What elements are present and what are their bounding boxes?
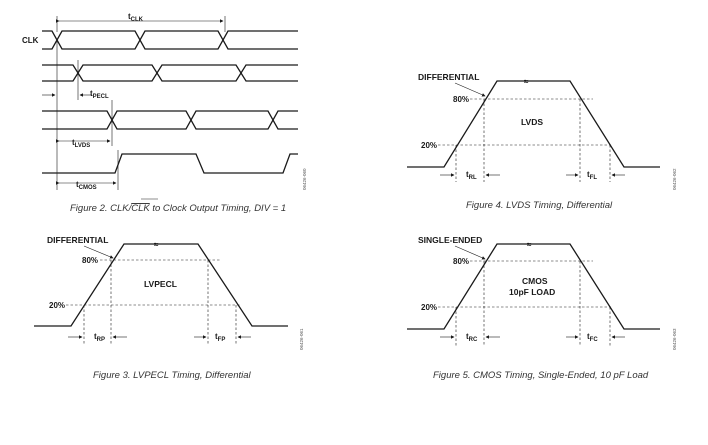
figure-3-lvpecl-timing: DIFFERENTIAL ≈ 80% 20% LVPECL tRP tFP 06…: [34, 235, 304, 381]
tlvds-label: tLVDS: [72, 138, 90, 149]
fig3-mid-label: LVPECL: [144, 279, 177, 289]
figure-5-code: 06426-063: [672, 328, 677, 350]
fig3-title-pointer: [83, 245, 114, 259]
figure-2-caption: Figure 2. CLK/CLK to Clock Output Timing…: [70, 203, 286, 214]
fig4-waveform: [407, 80, 660, 168]
fig5-trc-label: tRC: [466, 332, 478, 343]
figure-2-code: 06426-060: [302, 168, 307, 190]
clk-label: CLK: [22, 36, 39, 45]
figure-4-caption: Figure 4. LVDS Timing, Differential: [466, 200, 613, 211]
lvds-waveform-b: [42, 110, 298, 130]
figure-5-cmos-timing: SINGLE-ENDED ≈ 80% 20% CMOS 10pF LOAD tR…: [407, 235, 677, 381]
fig3-20-label: 20%: [49, 301, 65, 310]
fig5-80-label: 80%: [453, 257, 469, 266]
fig3-waveform: [34, 243, 288, 327]
figure-5-caption: Figure 5. CMOS Timing, Single-Ended, 10 …: [433, 370, 649, 381]
figure-3-caption: Figure 3. LVPECL Timing, Differential: [93, 370, 252, 381]
figure-2-clock-output-timing: tCLK CLK tPECL tLVDS tCMOS 06426-060 Fig…: [22, 12, 307, 214]
fig4-title: DIFFERENTIAL: [418, 72, 479, 82]
figure-4-lvds-timing: DIFFERENTIAL ≈ 80% 20% LVDS tRL tFL 0642…: [407, 72, 677, 211]
fig4-title-pointer: [454, 82, 486, 97]
fig3-80-label: 80%: [82, 256, 98, 265]
pecl-waveform-b: [42, 64, 298, 82]
fig5-title: SINGLE-ENDED: [418, 235, 482, 245]
fig4-tfl-label: tFL: [587, 170, 597, 181]
lvds-waveform-a: [42, 110, 298, 130]
tclk-label: tCLK: [128, 12, 144, 23]
clk-waveform-b: [42, 30, 298, 50]
fig4-trl-label: tRL: [466, 170, 477, 181]
clk-waveform-a: [42, 30, 298, 50]
fig3-break-mark: ≈: [154, 240, 159, 249]
figure-4-code: 06426-062: [672, 168, 677, 190]
fig3-title: DIFFERENTIAL: [47, 235, 108, 245]
tcmos-label: tCMOS: [76, 180, 97, 191]
fig4-break-mark: ≈: [524, 77, 529, 86]
pecl-waveform-a: [42, 64, 298, 82]
fig5-mid-label-2: 10pF LOAD: [509, 287, 555, 297]
figure-3-code: 06426-061: [299, 328, 304, 350]
fig4-20-label: 20%: [421, 141, 437, 150]
fig3-tfp-label: tFP: [215, 332, 225, 343]
tpecl-label: tPECL: [90, 89, 109, 100]
fig5-mid-label-1: CMOS: [522, 276, 548, 286]
cmos-waveform: [42, 153, 298, 174]
fig4-80-label: 80%: [453, 95, 469, 104]
fig3-trp-label: tRP: [94, 332, 105, 343]
fig5-tfc-label: tFC: [587, 332, 598, 343]
fig5-title-pointer: [454, 245, 486, 260]
fig5-break-mark: ≈: [527, 240, 532, 249]
fig5-waveform: [407, 243, 660, 330]
fig4-mid-label: LVDS: [521, 117, 543, 127]
fig5-20-label: 20%: [421, 303, 437, 312]
